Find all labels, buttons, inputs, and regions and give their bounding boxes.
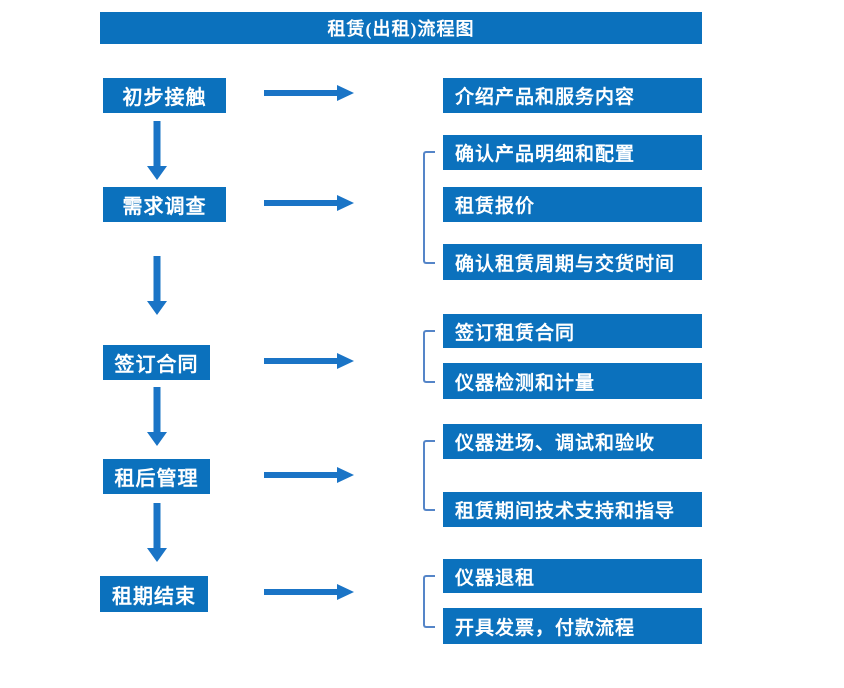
right-arrow-icon — [264, 195, 354, 211]
output-box: 介绍产品和服务内容 — [443, 78, 702, 113]
output-box: 签订租赁合同 — [443, 314, 702, 348]
output-box: 确认租赁周期与交货时间 — [443, 244, 702, 280]
output-box: 租赁期间技术支持和指导 — [443, 492, 702, 527]
output-box: 仪器退租 — [443, 559, 702, 593]
step-box-demand-survey: 需求调查 — [103, 187, 226, 222]
group-bracket — [423, 575, 435, 628]
group-bracket — [423, 151, 435, 264]
output-box: 开具发票，付款流程 — [443, 608, 702, 644]
down-arrow-icon — [147, 121, 167, 180]
group-bracket — [423, 440, 435, 511]
step-box-initial-contact: 初步接触 — [103, 78, 226, 113]
group-bracket — [423, 330, 435, 383]
right-arrow-icon — [264, 467, 354, 483]
step-box-sign-contract: 签订合同 — [103, 345, 210, 380]
step-box-rental-end: 租期结束 — [100, 576, 208, 612]
right-arrow-icon — [264, 353, 354, 369]
flowchart-title: 租赁(出租)流程图 — [100, 12, 702, 44]
down-arrow-icon — [147, 503, 167, 562]
down-arrow-icon — [147, 256, 167, 315]
step-box-post-rental-management: 租后管理 — [103, 459, 210, 494]
output-box: 仪器进场、调试和验收 — [443, 424, 702, 459]
output-box: 租赁报价 — [443, 187, 702, 222]
output-box: 确认产品明细和配置 — [443, 135, 702, 170]
output-box: 仪器检测和计量 — [443, 363, 702, 399]
down-arrow-icon — [147, 387, 167, 446]
right-arrow-icon — [264, 584, 354, 600]
right-arrow-icon — [264, 85, 354, 101]
